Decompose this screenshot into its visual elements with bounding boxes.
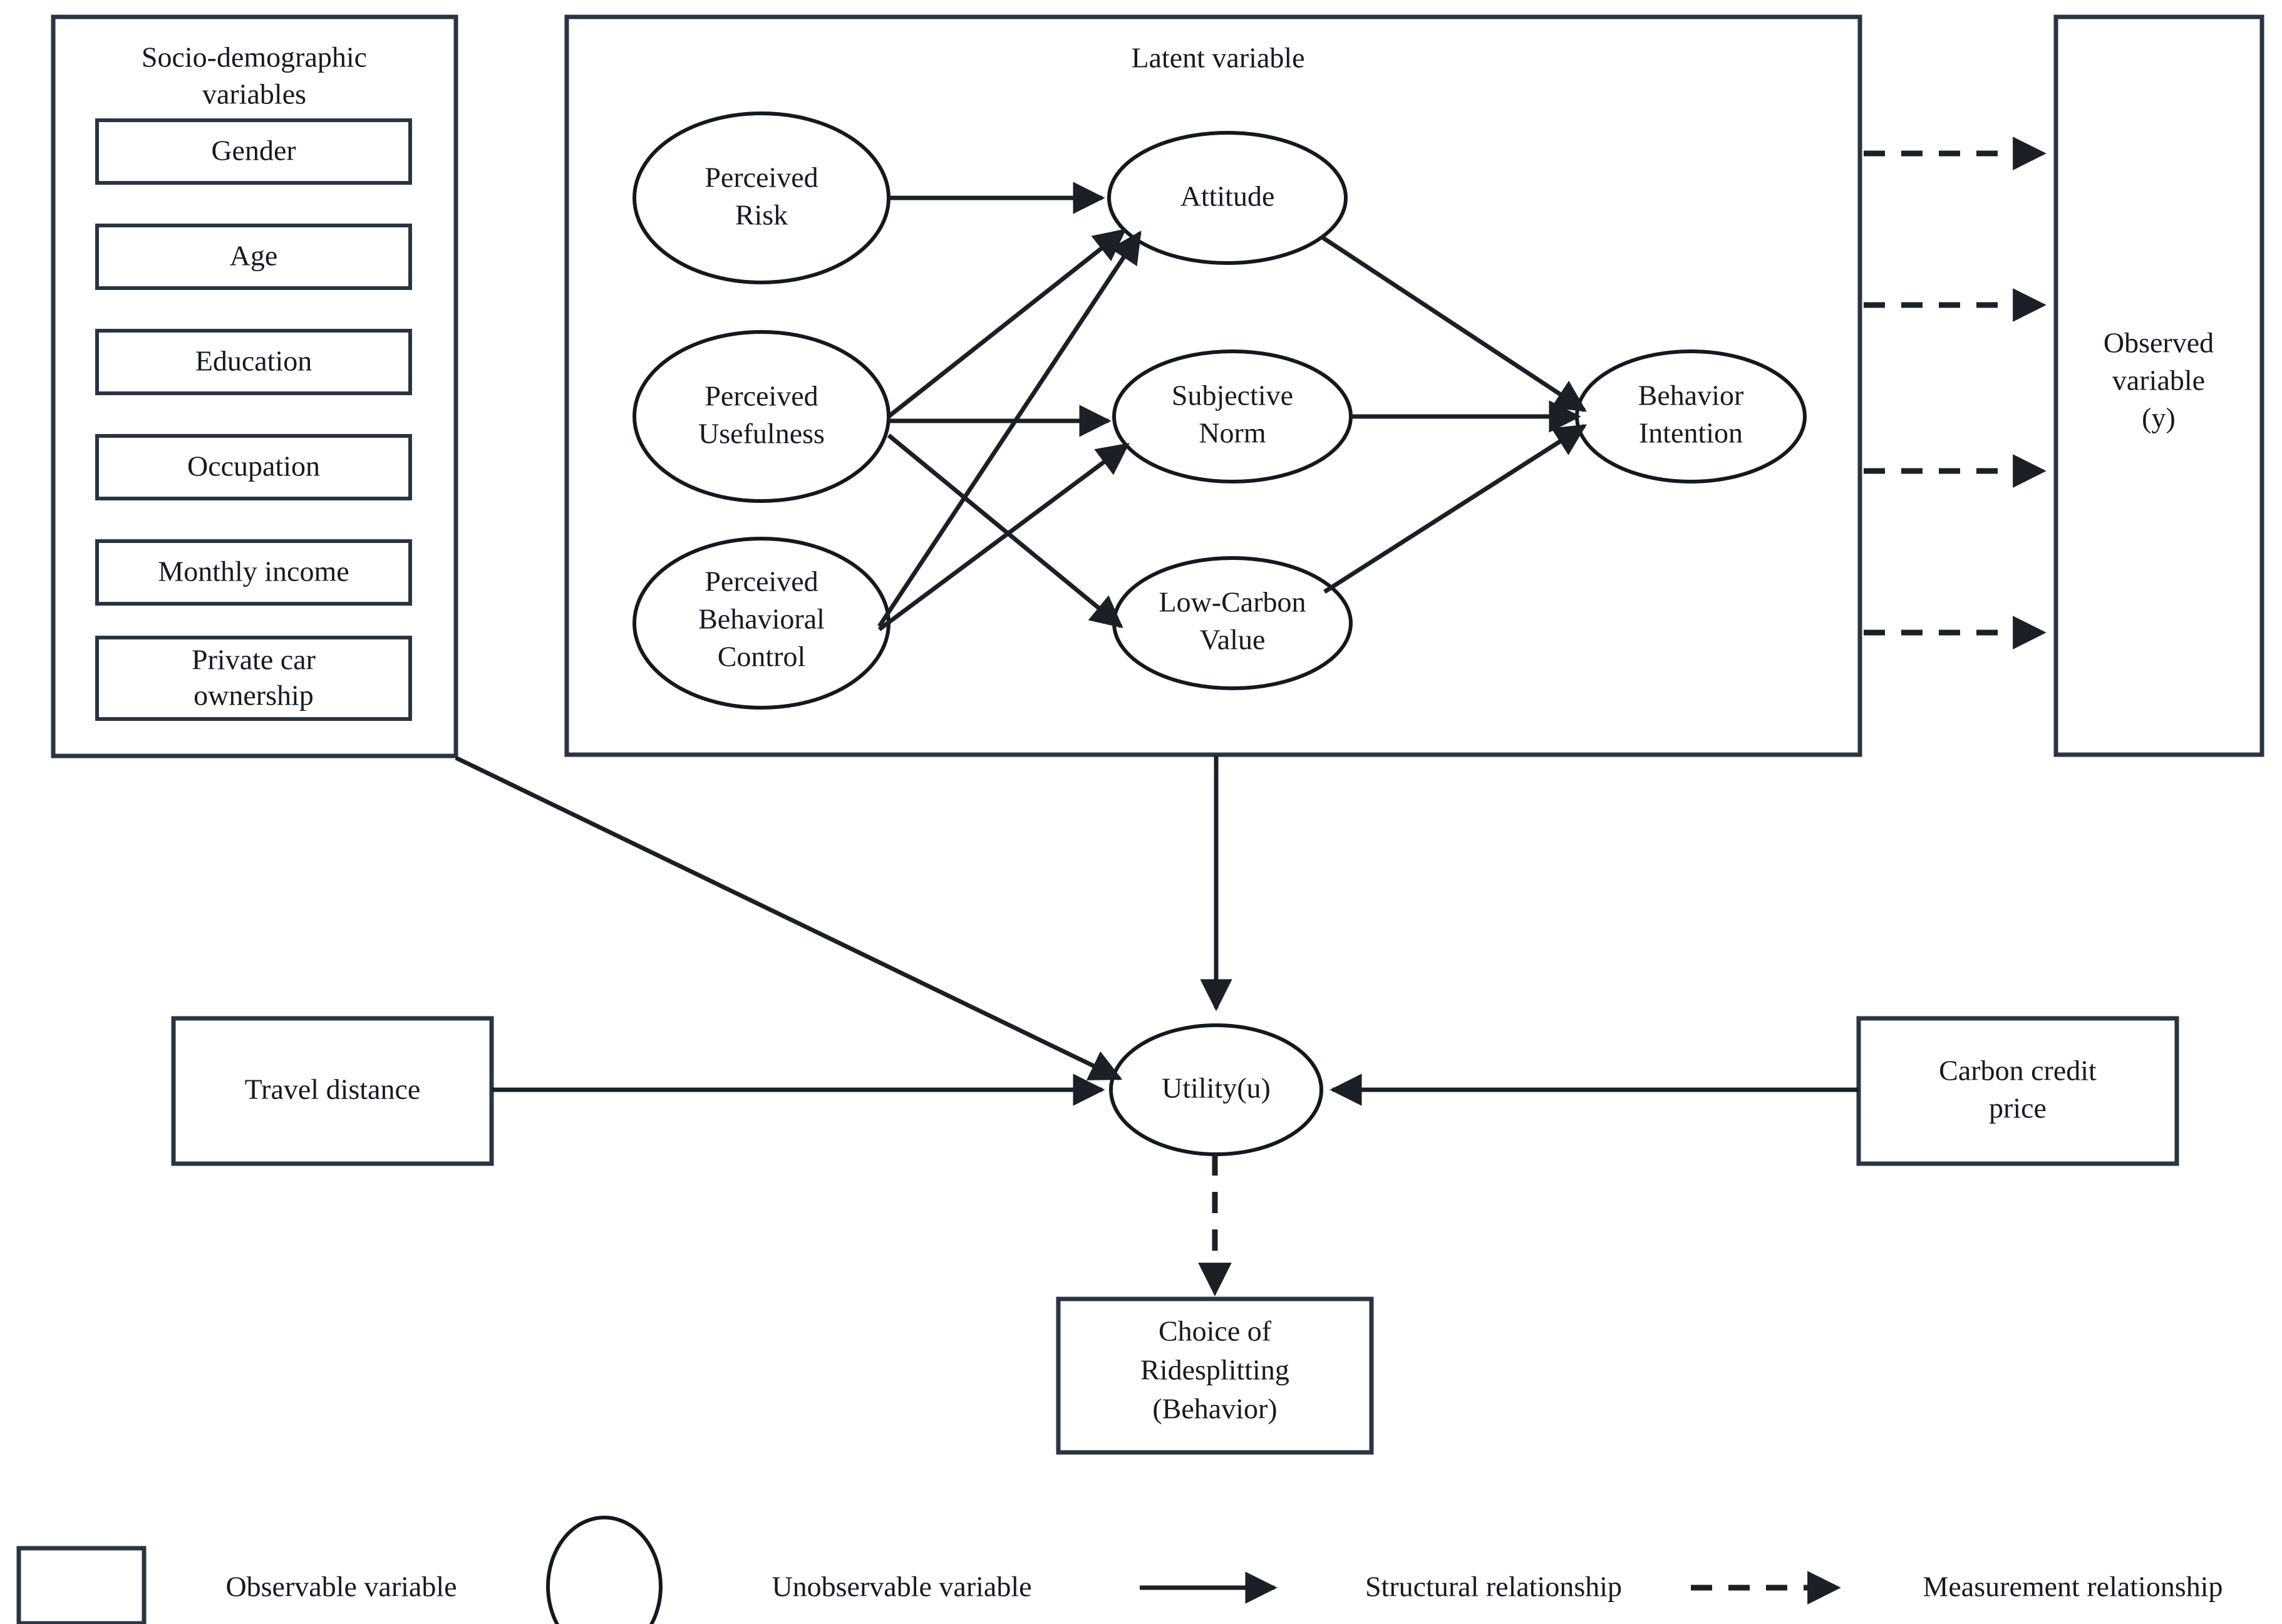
socio-item-gender[interactable]: Gender [95, 118, 412, 185]
edge-perceived-behavioral-control-to-subjective-norm [877, 443, 1130, 631]
node-subjective-norm-line2: Norm [1199, 417, 1266, 449]
node-choice-of-ridesplitting[interactable]: Choice of Ridesplitting (Behavior) [1056, 1296, 1374, 1455]
node-choice-of-ridesplitting-box[interactable] [1056, 1296, 1374, 1455]
socio-item-age-label: Age [230, 240, 278, 272]
node-perceived-behavioral-control-line2: Behavioral [698, 603, 825, 635]
node-attitude-ellipse[interactable] [1107, 131, 1348, 265]
node-attitude-label: Attitude [1180, 180, 1275, 212]
node-attitude[interactable]: Attitude [1107, 131, 1348, 265]
socio-item-private-car-ownership-label-line2: ownership [194, 680, 314, 711]
observed-variable-line2: variable [2112, 365, 2205, 396]
legend-label-observable-variable: Observable variable [225, 1571, 457, 1603]
socio-item-occupation[interactable]: Occupation [95, 434, 412, 500]
node-low-carbon-value[interactable]: Low-Carbon Value [1112, 556, 1353, 690]
socio-item-monthly-income-box[interactable] [95, 539, 412, 606]
node-choice-of-ridesplitting-line2: Ridesplitting [1140, 1354, 1289, 1386]
node-behavior-intention-line1: Behavior [1638, 380, 1744, 411]
node-perceived-usefulness-line2: Usefulness [698, 418, 825, 450]
legend-label-measurement-relationship: Measurement relationship [1923, 1571, 2223, 1603]
legend-label-structural-relationship: Structural relationship [1365, 1571, 1622, 1603]
socio-item-gender-label: Gender [211, 135, 296, 167]
node-perceived-risk-line1: Perceived [705, 162, 818, 194]
node-perceived-usefulness[interactable]: Perceived Usefulness [632, 330, 891, 503]
socio-item-gender-box[interactable] [95, 118, 412, 185]
socio-item-private-car-ownership-label-line1: Private car [192, 644, 316, 676]
legend-label-unobservable-variable: Unobservable variable [772, 1571, 1031, 1603]
legend-rectangle-icon [16, 1546, 147, 1624]
node-travel-distance-label: Travel distance [245, 1073, 421, 1105]
socio-item-private-car-ownership[interactable]: Private car ownership [95, 636, 412, 721]
node-choice-of-ridesplitting-line3: (Behavior) [1152, 1393, 1277, 1425]
node-utility[interactable]: Utility(u) [1109, 1023, 1323, 1156]
node-travel-distance[interactable]: Travel distance [171, 1016, 494, 1166]
socio-item-occupation-label: Occupation [187, 450, 320, 482]
socio-item-age-box[interactable] [95, 224, 412, 290]
node-perceived-behavioral-control-line1: Perceived [705, 566, 818, 597]
legend-ellipse-icon [546, 1516, 663, 1624]
edge-socio-demographic-to-utility [455, 755, 1123, 1081]
socio-item-monthly-income-label: Monthly income [158, 556, 349, 587]
node-utility-label: Utility(u) [1162, 1072, 1271, 1104]
edge-perceived-usefulness-to-attitude [887, 229, 1127, 418]
observed-variable-line1: Observed [2104, 327, 2214, 359]
edge-attitude-to-behavior-intention [1320, 235, 1587, 412]
node-low-carbon-value-line2: Value [1200, 624, 1266, 656]
node-subjective-norm[interactable]: Subjective Norm [1112, 349, 1353, 484]
edge-perceived-behavioral-control-to-attitude [877, 230, 1142, 628]
node-perceived-risk-ellipse[interactable] [632, 111, 891, 284]
node-subjective-norm-line1: Subjective [1172, 380, 1293, 411]
socio-item-private-car-ownership-box[interactable] [95, 636, 412, 721]
latent-variable-group: Latent variable Perceived Risk Perceived… [564, 14, 1862, 757]
socio-item-occupation-box[interactable] [95, 434, 412, 500]
node-perceived-behavioral-control[interactable]: Perceived Behavioral Control [632, 537, 891, 710]
socio-item-education-box[interactable] [95, 329, 412, 395]
node-carbon-credit-price-line1: Carbon credit [1939, 1055, 2097, 1087]
socio-demographic-group: Socio-demographic variables Gender Age E… [51, 14, 458, 758]
node-choice-of-ridesplitting-line1: Choice of [1159, 1315, 1272, 1347]
observed-variable-group: Observed variable (y) [1864, 14, 2264, 757]
socio-demographic-title-line2: variables [202, 78, 306, 110]
node-low-carbon-value-line1: Low-Carbon [1159, 586, 1306, 618]
observed-variable-line3: (y) [2142, 402, 2176, 434]
choice-layer-group: Travel distance Carbon credit price Util… [171, 755, 2179, 1455]
node-behavior-intention[interactable]: Behavior Intention [1575, 349, 1807, 484]
node-carbon-credit-price-box[interactable] [1856, 1016, 2179, 1166]
socio-item-monthly-income[interactable]: Monthly income [95, 539, 412, 606]
socio-demographic-title-line1: Socio-demographic [142, 41, 367, 73]
legend: Observable variable Unobservable variabl… [16, 1516, 2223, 1624]
node-travel-distance-box[interactable] [171, 1016, 494, 1166]
socio-item-education[interactable]: Education [95, 329, 412, 395]
socio-item-age[interactable]: Age [95, 224, 412, 290]
node-perceived-risk-line2: Risk [735, 199, 788, 231]
edge-low-carbon-value-to-behavior-intention [1323, 424, 1587, 594]
node-carbon-credit-price[interactable]: Carbon credit price [1856, 1016, 2179, 1166]
node-perceived-usefulness-ellipse[interactable] [632, 330, 891, 503]
node-perceived-usefulness-line1: Perceived [705, 380, 818, 412]
latent-variable-title: Latent variable [1131, 42, 1304, 74]
node-perceived-behavioral-control-line3: Control [718, 641, 806, 673]
node-behavior-intention-line2: Intention [1639, 417, 1743, 449]
observed-variable-container [2053, 14, 2264, 757]
edge-perceived-usefulness-to-low-carbon-value [887, 433, 1123, 628]
node-perceived-risk[interactable]: Perceived Risk [632, 111, 891, 284]
socio-item-education-label: Education [195, 345, 312, 377]
node-carbon-credit-price-line2: price [1989, 1092, 2047, 1124]
